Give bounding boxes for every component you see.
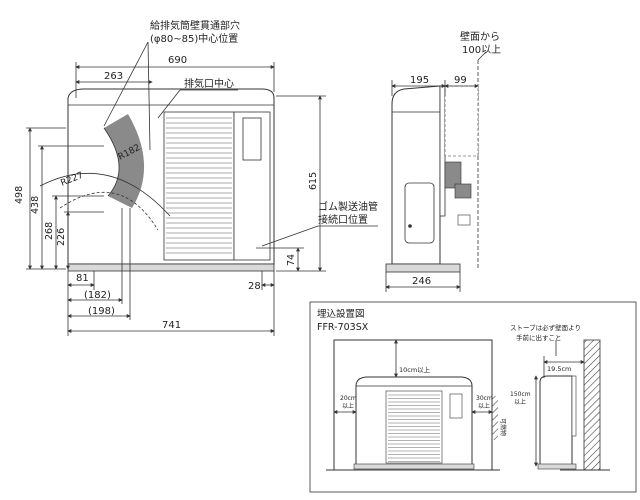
wall-label-line2: 100以上	[462, 44, 501, 56]
inset-note-line2: 手前に出すこと	[516, 333, 562, 342]
side-pipe-elbow	[454, 183, 472, 199]
side-pipe-block	[444, 161, 462, 189]
left-gap-text-a: 20cm	[340, 395, 357, 402]
dim-81-text: 81	[76, 273, 89, 284]
vent-pipe-inner	[103, 127, 120, 197]
oil-label-line2: 接続口位置	[318, 213, 368, 226]
heater-base	[67, 263, 275, 272]
r182-arc	[59, 191, 159, 231]
oil-label-line1: ゴム製送油管	[318, 200, 378, 213]
wall-clearance-box	[444, 85, 479, 157]
top-gap-text: 10cm以上	[399, 365, 431, 374]
louver-lines	[166, 117, 232, 254]
dim-198-text: (198)	[88, 306, 115, 317]
dim-99-text: 99	[454, 75, 467, 86]
side-view: 壁面から 100以上 195 99 246	[385, 30, 501, 292]
inset-side-back	[571, 375, 577, 437]
vent-pipe-arc	[104, 114, 145, 208]
exhaust-label: 排気口中心	[184, 77, 234, 90]
vent-leader-2	[147, 41, 151, 151]
dim-226-text: 226	[56, 228, 67, 246]
side-oil-fitting	[457, 214, 471, 226]
dim-741-text: 741	[162, 320, 181, 331]
installation-inset: 埋込設置図 FFR-703SX ストーブは必ず壁面より 手前に出すこと 10cm…	[309, 301, 637, 493]
wall-label-line1: 壁面から	[460, 30, 500, 43]
side-knob	[408, 224, 412, 228]
vent-label-line1: 給排気筒壁貫通部穴	[150, 19, 240, 32]
dim-615-text: 615	[308, 172, 319, 190]
front-view: 給排気筒壁貫通部穴 (φ80~85)中心位置 690 263 排気口中心 R22…	[14, 19, 378, 336]
display-window	[242, 117, 262, 161]
dim-74-text: 74	[286, 254, 297, 266]
h150-text-a: 150cm	[510, 391, 531, 398]
inset-wall-hatch	[583, 339, 601, 471]
side-base	[385, 263, 461, 273]
vent-leader-1	[103, 41, 149, 127]
combustible-hatch	[492, 396, 498, 440]
vent-label-line2: (φ80~85)中心位置	[150, 32, 238, 45]
side-door	[404, 182, 435, 244]
right-gap-text-a: 30cm	[476, 395, 493, 402]
combustible-text: 可燃物	[499, 418, 507, 436]
dim-438-text: 438	[30, 196, 41, 214]
h150-text-b: 以上	[514, 398, 526, 406]
right-gap-text-b: 以上	[478, 402, 490, 410]
dim-246-text: 246	[412, 276, 431, 287]
r227-arc	[39, 172, 171, 217]
dim-498-text: 498	[14, 186, 25, 204]
inset-note-line1: ストーブは必ず壁面より	[510, 323, 581, 332]
left-gap-text-b: 以上	[342, 402, 354, 410]
dim-28-text: 28	[248, 281, 261, 292]
inset-side-base	[537, 463, 577, 470]
inset-display	[449, 393, 463, 419]
inset-heater-base	[353, 463, 475, 470]
louver-panel	[163, 111, 235, 261]
dim-195cm-text: 19.5cm	[547, 365, 571, 373]
inset-louver-lines	[388, 394, 440, 462]
dim-195-text: 195	[410, 75, 429, 86]
dim-268-text: 268	[44, 222, 55, 240]
inset-model: FFR-703SX	[317, 322, 369, 333]
dim-182-text: (182)	[84, 290, 111, 301]
dim-690-text: 690	[168, 55, 187, 66]
wall-leader	[477, 51, 487, 61]
inset-title: 埋込設置図	[317, 308, 365, 320]
oil-leader	[261, 225, 319, 247]
dim-263-text: 263	[104, 71, 123, 82]
inset-side-body	[539, 375, 573, 467]
exhaust-leader	[157, 89, 181, 119]
side-back-plate	[439, 85, 446, 217]
